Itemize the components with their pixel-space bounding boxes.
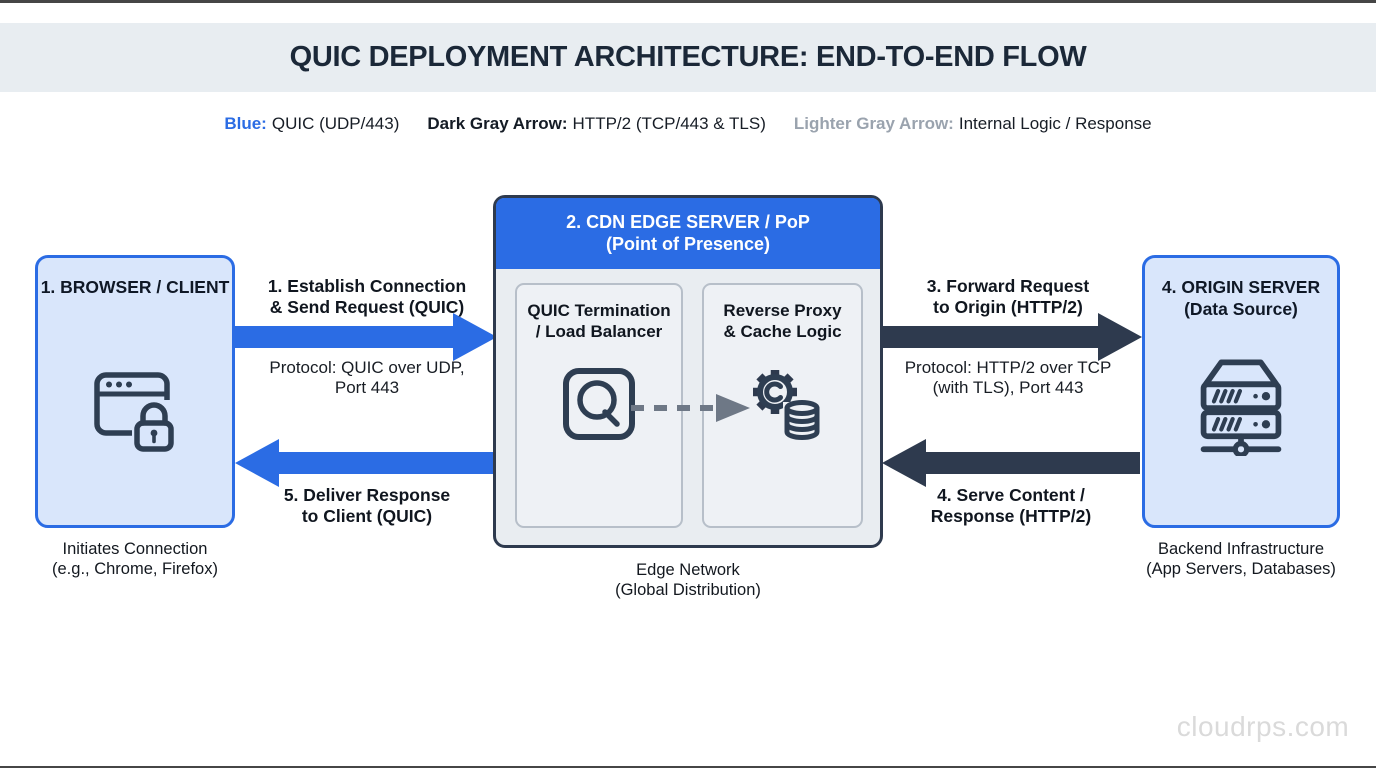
legend-text-blue: QUIC (UDP/443) (271, 114, 400, 133)
legend-label-blue: Blue: (224, 114, 267, 133)
flow-forward-label-line1: 3. Forward Request (926, 276, 1090, 296)
client-caption-line2: (e.g., Chrome, Firefox) (52, 559, 218, 578)
legend-text-lighter-gray: Internal Logic / Response (958, 114, 1152, 133)
legend-text-dark-gray: HTTP/2 (TCP/443 & TLS) (572, 114, 766, 133)
internal-logic-dashed-arrow (631, 394, 750, 422)
client-title: 1. BROWSER / CLIENT (40, 277, 230, 297)
legend-label-dark-gray: Dark Gray Arrow: (427, 114, 568, 133)
edge-title-line2: (Point of Presence) (605, 234, 771, 254)
legend-item-blue: Blue:QUIC (UDP/443) (224, 114, 399, 134)
origin-caption: Backend Infrastructure (App Servers, Dat… (1106, 540, 1376, 579)
server-rack-icon (1200, 359, 1282, 456)
flow-establish-protocol: Protocol: QUIC over UDP, Port 443 (245, 358, 489, 398)
browser-lock-icon (94, 371, 179, 452)
flow-forward-label-line2: to Origin (HTTP/2) (933, 297, 1083, 317)
node-origin-server: 4. ORIGIN SERVER (Data Source) (1142, 255, 1340, 528)
flow-serve-label: 4. Serve Content / Response (HTTP/2) (889, 485, 1133, 527)
node-cdn-edge-server: 2. CDN EDGE SERVER / PoP (Point of Prese… (493, 195, 883, 548)
arrow-forward-http2 (878, 313, 1142, 361)
flow-establish-protocol-line1: Protocol: QUIC over UDP, (269, 358, 465, 377)
gear-database-icon (752, 370, 821, 444)
arrow-establish-quic (235, 313, 497, 361)
flow-establish-protocol-line2: Port 443 (334, 378, 400, 397)
flow-serve-label-line1: 4. Serve Content / (937, 485, 1085, 505)
quic-q-icon (563, 368, 635, 440)
legend-item-lighter-gray: Lighter Gray Arrow:Internal Logic / Resp… (794, 114, 1152, 134)
origin-title-line1: 4. ORIGIN SERVER (1161, 277, 1321, 297)
client-caption: Initiates Connection (e.g., Chrome, Fire… (10, 540, 260, 579)
arrow-deliver-quic (235, 439, 493, 487)
flow-forward-label: 3. Forward Request to Origin (HTTP/2) (886, 276, 1130, 318)
edge-title-line1: 2. CDN EDGE SERVER / PoP (566, 212, 810, 232)
flow-forward-protocol-line1: Protocol: HTTP/2 over TCP (904, 358, 1112, 377)
edge-caption-line1: Edge Network (636, 561, 740, 579)
watermark: cloudrps.com (1176, 711, 1350, 742)
panel-proxy-title-line2: & Cache Logic (723, 322, 842, 341)
node-browser-client: 1. BROWSER / CLIENT (35, 255, 235, 528)
edge-caption-line2: (Global Distribution) (615, 580, 761, 599)
flow-deliver-label-line2: to Client (QUIC) (301, 506, 433, 526)
title-band: QUIC DEPLOYMENT ARCHITECTURE: END-TO-END… (0, 23, 1376, 92)
origin-title: 4. ORIGIN SERVER (Data Source) (1145, 277, 1337, 320)
flow-forward-protocol-line2: (with TLS), Port 443 (932, 378, 1084, 397)
panel-quic-title-line1: QUIC Termination (527, 301, 671, 320)
page-title: QUIC DEPLOYMENT ARCHITECTURE: END-TO-END… (289, 41, 1087, 73)
flow-establish-label: 1. Establish Connection & Send Request (… (245, 276, 489, 318)
panel-proxy-title: Reverse Proxy & Cache Logic (704, 300, 861, 342)
legend: Blue:QUIC (UDP/443) Dark Gray Arrow:HTTP… (0, 114, 1376, 134)
legend-item-dark-gray: Dark Gray Arrow:HTTP/2 (TCP/443 & TLS) (427, 114, 766, 134)
top-border-line (0, 0, 1376, 3)
origin-caption-line2: (App Servers, Databases) (1146, 559, 1336, 578)
bottom-border-line (0, 766, 1376, 768)
panel-proxy-title-line1: Reverse Proxy (723, 301, 842, 320)
edge-header: 2. CDN EDGE SERVER / PoP (Point of Prese… (496, 198, 880, 269)
flow-serve-label-line2: Response (HTTP/2) (930, 506, 1092, 526)
edge-caption: Edge Network (Global Distribution) (553, 561, 823, 600)
origin-title-line2: (Data Source) (1184, 298, 1298, 319)
flow-establish-label-line1: 1. Establish Connection (267, 276, 467, 296)
arrow-serve-http2 (882, 439, 1140, 487)
flow-establish-label-line2: & Send Request (QUIC) (269, 297, 465, 317)
origin-caption-line1: Backend Infrastructure (1158, 540, 1324, 558)
client-caption-line1: Initiates Connection (62, 540, 208, 558)
flow-forward-protocol: Protocol: HTTP/2 over TCP (with TLS), Po… (886, 358, 1130, 398)
legend-label-lighter-gray: Lighter Gray Arrow: (793, 114, 954, 133)
panel-quic-title: QUIC Termination / Load Balancer (517, 300, 681, 342)
flow-deliver-label: 5. Deliver Response to Client (QUIC) (245, 485, 489, 527)
flow-deliver-label-line1: 5. Deliver Response (283, 485, 451, 505)
panel-quic-title-line2: / Load Balancer (535, 322, 663, 341)
